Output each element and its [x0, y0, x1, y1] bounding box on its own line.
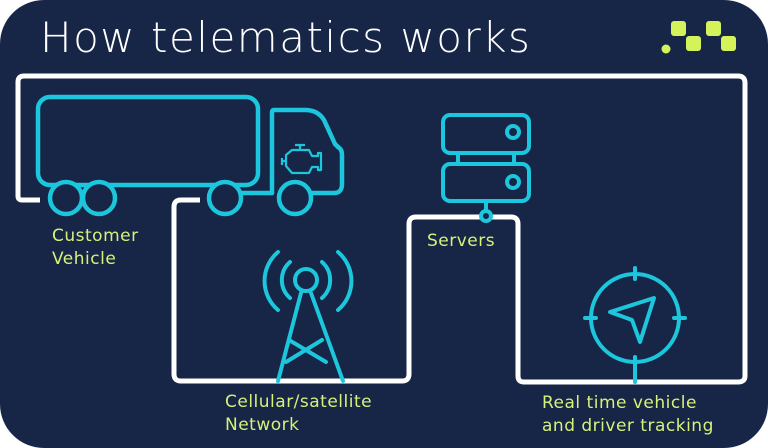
label-line: Vehicle [52, 249, 117, 269]
label-line: Customer [52, 226, 139, 246]
node-label-network: Cellular/satellite Network [225, 391, 372, 437]
brand-logo-checker-icon [661, 21, 736, 54]
label-line: Cellular/satellite [225, 392, 373, 412]
label-line: Servers [427, 231, 496, 251]
data-flow-path [15, 73, 748, 385]
node-label-tracking: Real time vehicle and driver tracking [542, 392, 714, 438]
label-line: Network [225, 415, 300, 435]
cell-tower-icon [262, 250, 354, 383]
navigation-compass-icon [583, 266, 687, 384]
truck-icon [35, 94, 345, 217]
node-label-vehicle: Customer Vehicle [52, 225, 139, 271]
server-icon [441, 113, 531, 223]
engine-icon [280, 143, 323, 175]
node-label-servers: Servers [427, 230, 495, 253]
label-line: Real time vehicle [542, 393, 697, 413]
label-line: and driver tracking [542, 416, 714, 436]
page-title: How telematics works [40, 13, 532, 62]
